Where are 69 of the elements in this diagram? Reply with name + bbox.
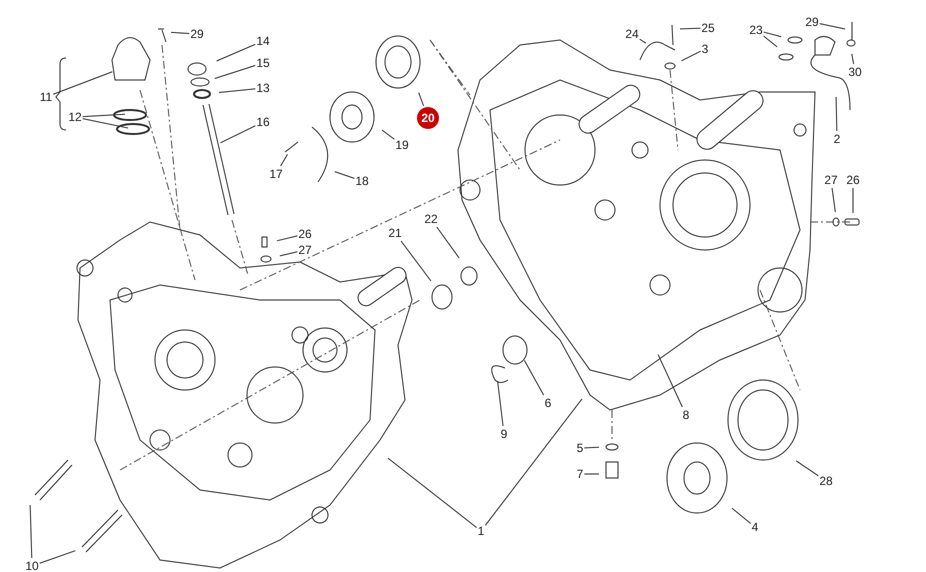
leader-line (400, 240, 432, 282)
highlighted-callout-number: 20 (417, 107, 439, 129)
leader-line (218, 88, 256, 93)
callout-number: 11 (40, 90, 52, 104)
leader-line (280, 154, 288, 166)
leader-line (763, 36, 778, 48)
callout-number: 30 (848, 65, 862, 79)
leader-line (220, 125, 256, 144)
leader-line (680, 50, 702, 62)
leader-line (30, 504, 32, 558)
callout-number: 18 (355, 174, 369, 188)
callout-number: 26 (298, 227, 312, 241)
leader-line (524, 360, 544, 396)
callout-number: 4 (752, 520, 758, 534)
leader-line (763, 32, 782, 38)
callout-number: 21 (388, 226, 402, 240)
leader-line (658, 354, 683, 408)
leader-line (639, 38, 646, 44)
callout-number: 26 (846, 173, 860, 187)
leader-line (680, 28, 701, 30)
callout-number: 10 (25, 559, 39, 572)
callout-number: 15 (256, 56, 270, 70)
callout-number: 29 (190, 27, 204, 41)
leader-line (484, 398, 582, 526)
callout-number: 19 (395, 138, 409, 152)
leader-line (334, 171, 355, 179)
callout-number: 28 (819, 474, 833, 488)
callout-number: 3 (702, 42, 708, 56)
leader-line (796, 460, 819, 476)
callout-number: 5 (576, 441, 584, 455)
leader-line (82, 114, 126, 118)
callout-number: 9 (500, 427, 508, 441)
leader-line (387, 458, 478, 528)
leader-line (382, 130, 395, 140)
leader-line (819, 23, 846, 30)
leader-line (52, 71, 113, 95)
callout-number: 27 (824, 173, 838, 187)
callout-number: 2 (834, 132, 840, 146)
callout-number: 8 (682, 408, 690, 422)
leader-line (436, 226, 460, 258)
callout-number: 24 (625, 27, 639, 41)
leader-line (216, 44, 256, 62)
callout-number: 25 (701, 21, 715, 35)
leader-line (851, 53, 854, 64)
leader-line (39, 550, 76, 564)
leader-line (418, 92, 424, 106)
callout-number: 29 (805, 15, 819, 29)
callout-number: 17 (269, 167, 283, 181)
leader-line (279, 251, 298, 256)
leader-line (832, 188, 836, 213)
callout-number: 13 (256, 81, 270, 95)
callout-number: 27 (298, 243, 312, 257)
callout-number: 16 (256, 115, 270, 129)
callout-number: 12 (68, 110, 82, 124)
leader-line (852, 188, 854, 214)
callout-number: 22 (424, 212, 438, 226)
leader-line (584, 446, 600, 448)
callout-number: 14 (256, 34, 270, 48)
leader-line (836, 96, 838, 132)
leader-line (170, 32, 190, 34)
leader-line (82, 118, 129, 128)
leader-line (214, 64, 256, 79)
leader-line (276, 235, 298, 242)
callout-number: 6 (544, 396, 552, 410)
leader-line (497, 380, 504, 426)
callout-number: 1 (478, 524, 484, 538)
leader-line (731, 508, 752, 524)
callout-number: 23 (749, 23, 763, 37)
callout-number: 7 (576, 467, 584, 481)
